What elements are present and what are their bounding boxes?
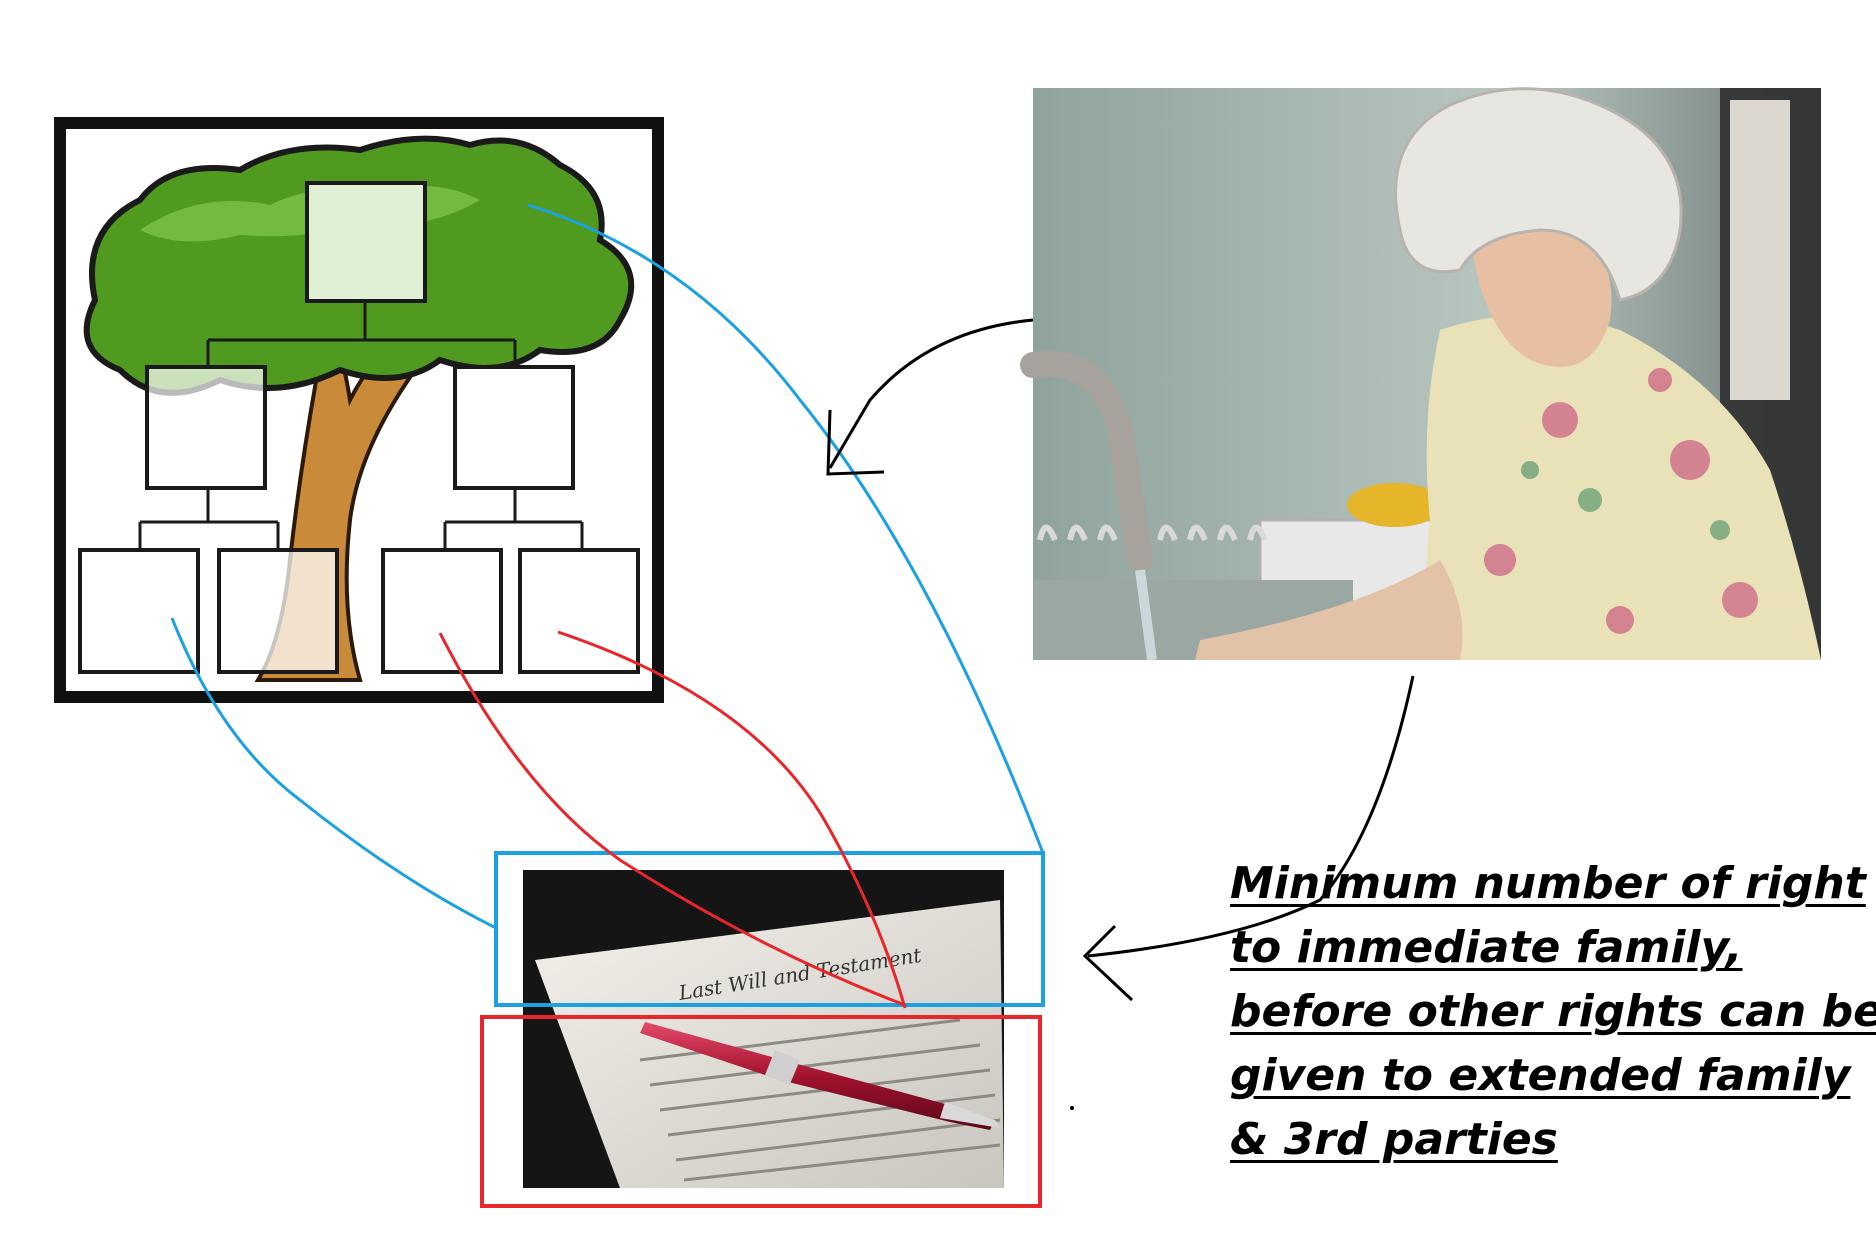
blue-connector-child-1 xyxy=(170,617,497,930)
document-text-lines xyxy=(639,1018,1001,1182)
red-connector-child-3 xyxy=(438,632,906,1007)
photo-elderly-woman-at-sink xyxy=(1020,87,1821,661)
caption-line-5: & 3rd parties xyxy=(1230,1114,1558,1165)
tree-connector-lines xyxy=(138,300,584,550)
blue-highlight-box xyxy=(494,851,1045,1007)
red-highlight-box xyxy=(480,1015,1042,1208)
black-arrow-woman-to-tree-head xyxy=(826,409,885,476)
tree-box-root xyxy=(305,181,427,303)
tree-box-parent-right xyxy=(453,365,575,490)
red-connector-child-4 xyxy=(557,630,907,1009)
blue-connector-tree-top xyxy=(527,203,1045,854)
black-arrow-caption-to-will xyxy=(1087,675,1415,958)
photo-last-will-with-pen: Last Will and Testament xyxy=(523,870,1004,1188)
family-tree-clipart xyxy=(54,117,664,703)
caption-line-4: given to extended family xyxy=(1230,1050,1851,1101)
tree-box-child-3 xyxy=(381,548,503,674)
caption-text: Minimum number of right to immediate fam… xyxy=(1230,852,1876,1172)
pen-icon xyxy=(640,1022,1000,1130)
black-arrow-caption-to-will-head xyxy=(1082,924,1134,1002)
caption-line-2: to immediate family, xyxy=(1230,922,1743,973)
tree-box-parent-left xyxy=(145,365,267,490)
caption-line-1: Minimum number of right xyxy=(1230,858,1866,909)
tree-box-child-2 xyxy=(217,548,339,674)
tree-box-child-1 xyxy=(78,548,200,674)
caption-line-3: before other rights can be xyxy=(1230,986,1876,1037)
black-arrow-woman-to-tree xyxy=(828,318,1034,469)
tree-box-child-4 xyxy=(518,548,640,674)
stray-dot xyxy=(1070,1106,1074,1110)
